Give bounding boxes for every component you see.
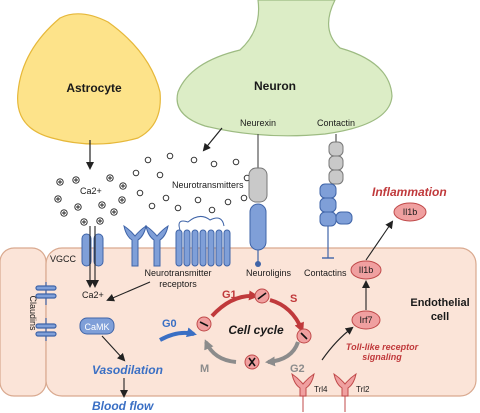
endothelial-cell — [0, 247, 477, 397]
trl4-label: Trl4 — [314, 385, 328, 394]
neuroligins-label: Neuroligins — [246, 268, 292, 278]
irf7-label: Irf7 — [359, 315, 372, 325]
camk-node — [79, 317, 115, 335]
tlr-label-2: signaling — [362, 352, 402, 362]
il1b-out-node — [393, 202, 427, 222]
g0-label: G0 — [162, 318, 177, 330]
neurotransmitter-receptors — [123, 216, 231, 267]
ca2-mid-label: Ca2+ — [82, 290, 104, 300]
neurotransmitters-label: Neurotransmitters — [172, 180, 244, 190]
g1-arc — [210, 290, 259, 318]
il1b-secretion-arrow — [365, 220, 394, 261]
trl4-receptor — [291, 372, 315, 412]
irf7-node — [351, 310, 381, 330]
s-label: S — [290, 293, 297, 305]
g2-arc — [265, 341, 300, 367]
tlr-label-1: Toll-like receptor — [346, 342, 419, 352]
vasodilation-label: Vasodilation — [92, 363, 163, 377]
inflammation-label: Inflammation — [372, 185, 447, 199]
astrocyte-cell — [17, 13, 161, 145]
neurotransmitter-molecules — [132, 152, 251, 214]
vgcc-channel — [81, 233, 104, 267]
g1-label: G1 — [222, 289, 237, 301]
endothelial-label-2: cell — [431, 311, 449, 323]
blood-flow-label: Blood flow — [92, 399, 154, 413]
cell-cycle — [159, 288, 312, 370]
camk-label: CaMK — [84, 322, 109, 332]
il1b-in-label: Il1b — [359, 265, 374, 275]
m-label: M — [200, 363, 209, 375]
contactins-label: Contactins — [304, 268, 347, 278]
neurexin-label: Neurexin — [240, 118, 276, 128]
ca2-top-label: Ca2+ — [80, 186, 102, 196]
neuron-cell — [176, 0, 393, 137]
s-arc — [269, 298, 304, 333]
astrocyte-label: Astrocyte — [66, 81, 122, 95]
receptor-to-camk-arrow — [106, 281, 151, 302]
neuron-label: Neuron — [254, 79, 296, 93]
g2-label: G2 — [290, 363, 305, 375]
neuron-release-arrow — [202, 127, 223, 152]
claudins-junction — [35, 282, 57, 341]
m-arc — [204, 339, 237, 364]
contactin-top-label: Contactin — [317, 118, 355, 128]
il1b-in-node — [350, 260, 382, 280]
camk-to-vasodilation-arrow — [101, 335, 126, 362]
vgcc-label: VGCC — [50, 254, 77, 264]
tlr-signal-arrow — [321, 326, 354, 361]
g0-arrow — [159, 327, 197, 342]
trl2-receptor — [333, 372, 357, 412]
calcium-ion-group — [54, 174, 127, 226]
neurexin-neuroligin — [248, 134, 268, 267]
calcium-influx-arrows — [86, 226, 99, 288]
cell-cycle-title: Cell cycle — [228, 323, 284, 337]
contactin-pair — [319, 134, 353, 259]
il1b-out-label: Il1b — [403, 207, 418, 217]
endothelial-label-1: Endothelial — [410, 297, 469, 309]
claudins-label: Claudins — [28, 295, 38, 331]
trl2-label: Trl2 — [356, 385, 370, 394]
nt-receptors-label-2: receptors — [159, 279, 197, 289]
nt-receptors-label-1: Neurotransmitter — [144, 268, 211, 278]
